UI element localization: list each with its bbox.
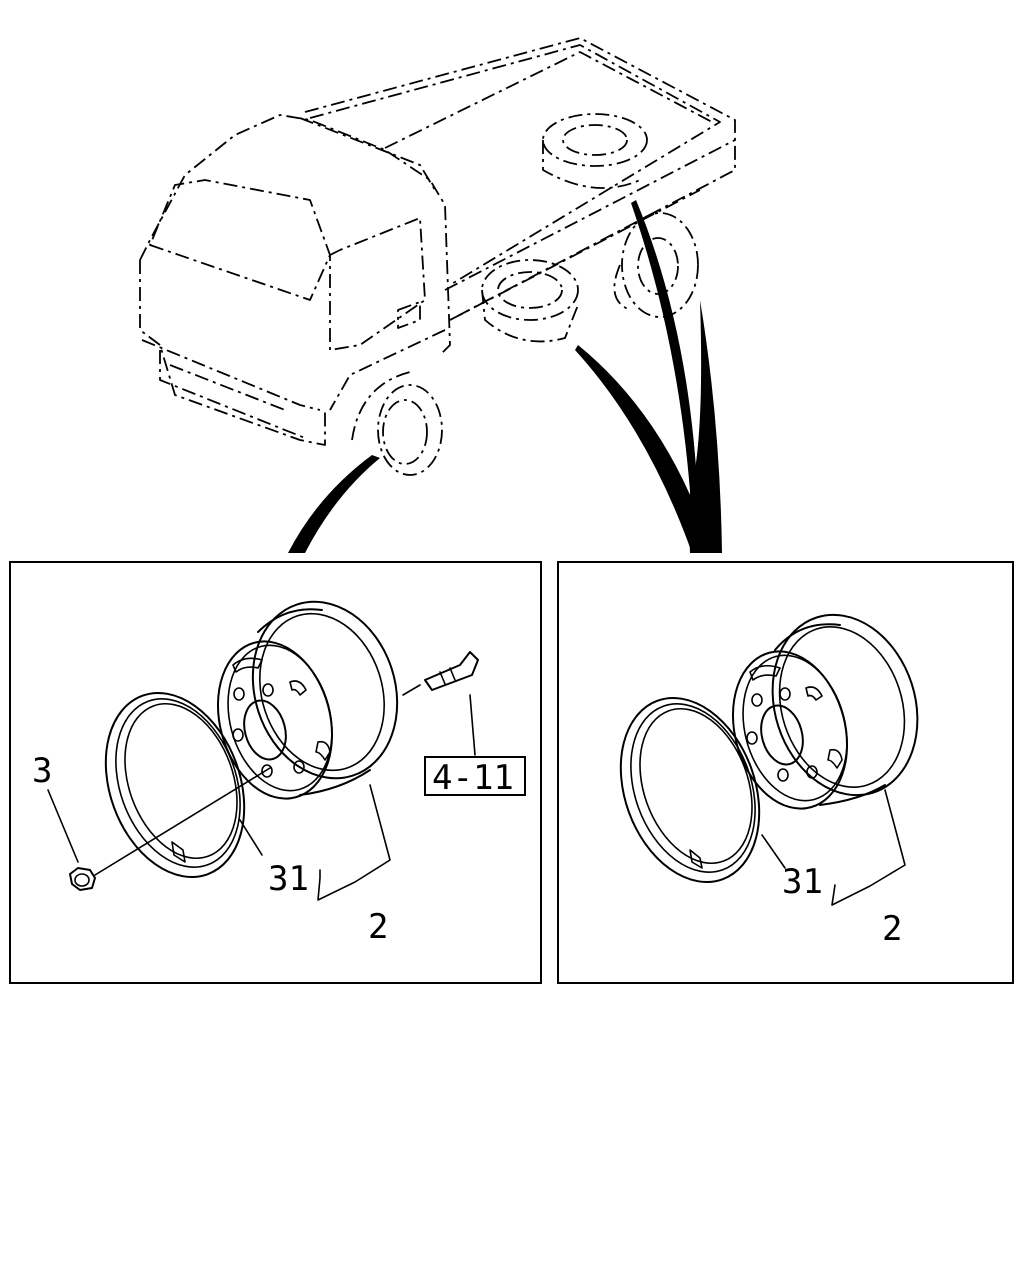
label-rim-band: 31 (782, 862, 823, 902)
bolt-holes (746, 687, 818, 782)
left-panel-frame (9, 561, 542, 984)
bolt-holes (232, 683, 305, 778)
left-nut (69, 767, 271, 891)
pointer-to-right-panel-from-bed (631, 200, 698, 520)
reference-box[interactable]: 4-11 (424, 756, 526, 798)
label-wheel: 2 (368, 907, 388, 947)
label-nut: 3 (32, 751, 52, 791)
pointer-to-right-panel-from-spare (575, 345, 712, 553)
label-rim-band: 31 (268, 859, 309, 899)
left-stud-bolt (402, 651, 479, 696)
right-leaders (761, 789, 906, 906)
right-panel-frame (557, 561, 1014, 984)
pointer-to-left-panel (288, 455, 380, 553)
left-leaders (47, 694, 476, 901)
left-rim-band (104, 692, 246, 878)
label-wheel: 2 (882, 909, 902, 949)
pointer-arrows (288, 200, 722, 553)
pointer-merge (688, 300, 722, 553)
right-rim-band (619, 697, 761, 883)
truck-overview (139, 37, 736, 476)
reference-box-label: 4-11 (432, 758, 514, 798)
